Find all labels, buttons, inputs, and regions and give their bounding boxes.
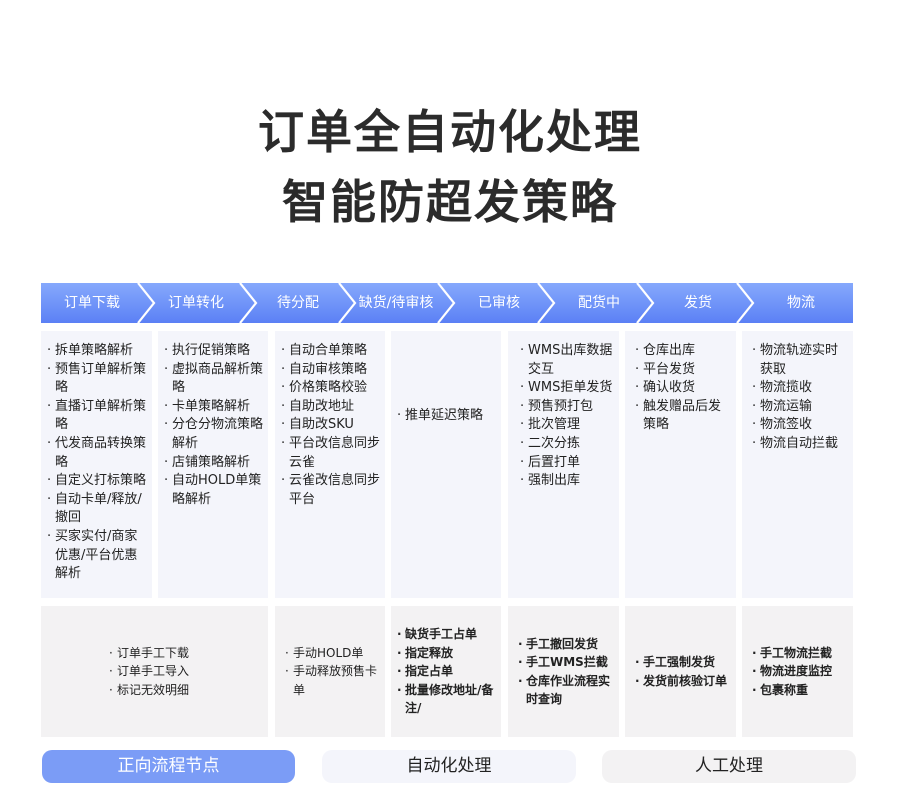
auto-box-shipping: 仓库出库 平台发货 确认收货 触发赠品后发策略: [625, 331, 736, 598]
list-item: 指定占单: [397, 662, 497, 681]
stage-picking: 配货中: [578, 295, 620, 311]
process-stage-bar: 订单下载 订单转化 待分配 缺货/待审核 已审核 配货中 发货 物流: [41, 283, 853, 323]
auto-box-picking: WMS出库数据交互 WMS拒单发货 预售预打包 批次管理 二次分拣 后置打单 强…: [508, 331, 619, 598]
stage-order-convert: 订单转化: [168, 295, 224, 311]
auto-list-order-download: 拆单策略解析 预售订单解析策略 直播订单解析策略 代发商品转换策略 自定义打标策…: [47, 342, 148, 584]
list-item: 卡单策略解析: [164, 398, 264, 417]
list-item: 批量修改地址/备注/: [397, 681, 497, 718]
list-item: 缺货手工占单: [397, 625, 497, 644]
stage-reviewed: 已审核: [478, 295, 520, 311]
list-item: 确认收货: [635, 379, 732, 398]
list-item: 物流轨迹实时获取: [752, 342, 849, 379]
list-item: 手工撤回发货: [518, 635, 615, 654]
list-item: 物流进度监控: [752, 662, 832, 681]
list-item: 订单手工下载: [109, 644, 189, 663]
auto-list-logistics: 物流轨迹实时获取 物流揽收 物流运输 物流签收 物流自动拦截: [752, 342, 849, 454]
list-item: 自动卡单/释放/撤回: [47, 491, 148, 528]
manual-box-shipping: 手工强制发货 发货前核验订单: [625, 606, 736, 737]
list-item: 价格策略校验: [281, 379, 381, 398]
auto-box-logistics: 物流轨迹实时获取 物流揽收 物流运输 物流签收 物流自动拦截: [742, 331, 853, 598]
list-item: 自助改SKU: [281, 416, 381, 435]
list-item: 直播订单解析策略: [47, 398, 148, 435]
list-item: 执行促销策略: [164, 342, 264, 361]
list-item: 买家实付/商家优惠/平台优惠解析: [47, 528, 148, 584]
list-item: 自助改地址: [281, 398, 381, 417]
list-item: 物流揽收: [752, 379, 849, 398]
page-title-line1: 订单全自动化处理: [258, 105, 642, 159]
list-item: 分仓分物流策略解析: [164, 416, 264, 453]
auto-list-pending-allocation: 自动合单策略 自动审核策略 价格策略校验 自助改地址 自助改SKU 平台改信息同…: [281, 342, 381, 509]
list-item: 仓库出库: [635, 342, 732, 361]
list-item: 推单延迟策略: [397, 407, 497, 426]
list-item: 批次管理: [520, 416, 615, 435]
list-item: 发货前核验订单: [635, 672, 727, 691]
list-item: WMS出库数据交互: [520, 342, 615, 379]
list-item: 自动审核策略: [281, 361, 381, 380]
stage-arrows-graphic: [41, 283, 853, 323]
list-item: 自动HOLD单策略解析: [164, 472, 264, 509]
list-item: 包裹称重: [752, 681, 832, 700]
list-item: 强制出库: [520, 472, 615, 491]
list-item: WMS拒单发货: [520, 379, 615, 398]
legend-auto-process: 自动化处理: [322, 750, 576, 783]
list-item: 店铺策略解析: [164, 454, 264, 473]
auto-box-pending-allocation: 自动合单策略 自动审核策略 价格策略校验 自助改地址 自助改SKU 平台改信息同…: [275, 331, 385, 598]
auto-box-order-convert: 执行促销策略 虚拟商品解析策略 卡单策略解析 分仓分物流策略解析 店铺策略解析 …: [158, 331, 268, 598]
list-item: 后置打单: [520, 454, 615, 473]
manual-list-shipping: 手工强制发货 发货前核验订单: [635, 653, 727, 690]
list-item: 预售订单解析策略: [47, 361, 148, 398]
manual-box-order-download-convert: 订单手工下载 订单手工导入 标记无效明细: [41, 606, 268, 737]
manual-box-logistics: 手工物流拦截 物流进度监控 包裹称重: [742, 606, 853, 737]
auto-list-order-convert: 执行促销策略 虚拟商品解析策略 卡单策略解析 分仓分物流策略解析 店铺策略解析 …: [164, 342, 264, 509]
list-item: 手工WMS拦截: [518, 653, 615, 672]
list-item: 订单手工导入: [109, 662, 189, 681]
list-item: 仓库作业流程实时查询: [518, 672, 615, 709]
page-title-line2: 智能防超发策略: [282, 175, 618, 229]
auto-box-stockout-pending-review: 推单延迟策略: [391, 331, 501, 598]
manual-list-pending-allocation: 手动HOLD单 手动释放预售卡单: [285, 644, 385, 700]
list-item: 自定义打标策略: [47, 472, 148, 491]
list-item: 标记无效明细: [109, 681, 189, 700]
list-item: 物流运输: [752, 398, 849, 417]
manual-list-picking: 手工撤回发货 手工WMS拦截 仓库作业流程实时查询: [518, 635, 615, 709]
stage-pending-allocation: 待分配: [277, 295, 319, 311]
stage-shipping: 发货: [684, 295, 712, 311]
auto-list-shipping: 仓库出库 平台发货 确认收货 触发赠品后发策略: [635, 342, 732, 435]
list-item: 手工强制发货: [635, 653, 727, 672]
stage-order-download: 订单下载: [64, 295, 120, 311]
manual-box-pending-allocation: 手动HOLD单 手动释放预售卡单: [275, 606, 385, 737]
stage-logistics: 物流: [787, 295, 815, 311]
list-item: 物流自动拦截: [752, 435, 849, 454]
list-item: 手动释放预售卡单: [285, 662, 385, 699]
manual-box-stockout-pending-review: 缺货手工占单 指定释放 指定占单 批量修改地址/备注/: [391, 606, 501, 737]
auto-list-picking: WMS出库数据交互 WMS拒单发货 预售预打包 批次管理 二次分拣 后置打单 强…: [520, 342, 615, 491]
list-item: 自动合单策略: [281, 342, 381, 361]
list-item: 手动HOLD单: [285, 644, 385, 663]
list-item: 指定释放: [397, 644, 497, 663]
list-item: 物流签收: [752, 416, 849, 435]
list-item: 拆单策略解析: [47, 342, 148, 361]
list-item: 虚拟商品解析策略: [164, 361, 264, 398]
list-item: 平台发货: [635, 361, 732, 380]
auto-box-order-download: 拆单策略解析 预售订单解析策略 直播订单解析策略 代发商品转换策略 自定义打标策…: [41, 331, 152, 598]
list-item: 云雀改信息同步平台: [281, 472, 381, 509]
manual-list-logistics: 手工物流拦截 物流进度监控 包裹称重: [752, 644, 832, 700]
legend-manual-process: 人工处理: [602, 750, 856, 783]
stage-stockout-pending-review: 缺货/待审核: [358, 295, 434, 311]
list-item: 触发赠品后发策略: [635, 398, 732, 435]
list-item: 平台改信息同步云雀: [281, 435, 381, 472]
list-item: 手工物流拦截: [752, 644, 832, 663]
list-item: 代发商品转换策略: [47, 435, 148, 472]
manual-box-picking: 手工撤回发货 手工WMS拦截 仓库作业流程实时查询: [508, 606, 619, 737]
manual-list-stockout-pending-review: 缺货手工占单 指定释放 指定占单 批量修改地址/备注/: [397, 625, 497, 718]
legend-forward-nodes: 正向流程节点: [42, 750, 295, 783]
manual-list-order-download-convert: 订单手工下载 订单手工导入 标记无效明细: [109, 644, 189, 700]
auto-list-stockout-pending-review: 推单延迟策略: [397, 407, 497, 426]
list-item: 预售预打包: [520, 398, 615, 417]
list-item: 二次分拣: [520, 435, 615, 454]
